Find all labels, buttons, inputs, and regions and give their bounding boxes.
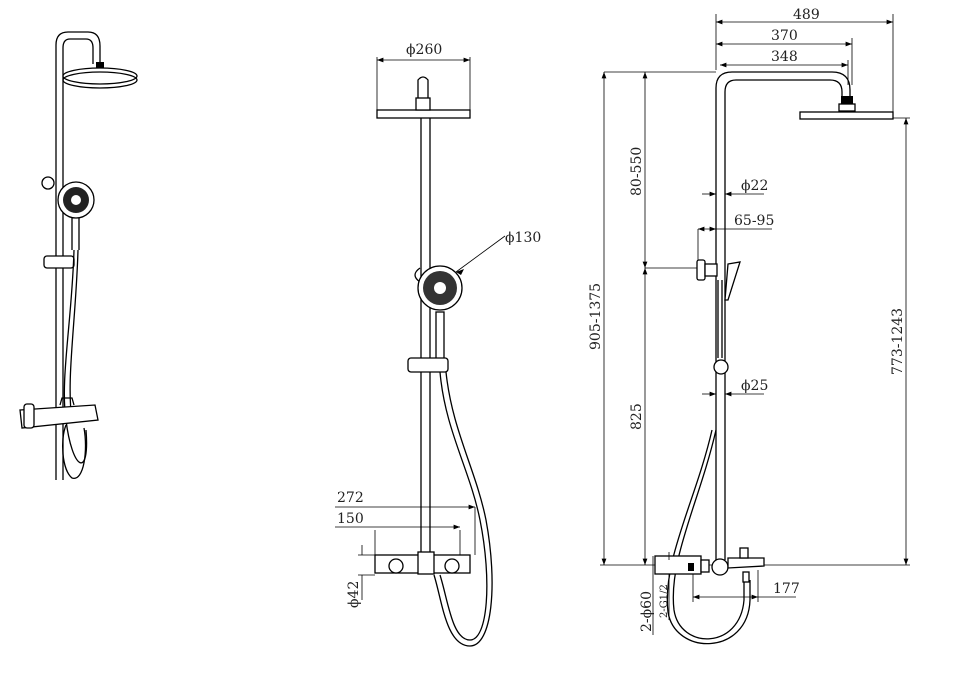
dim-hand-shower-diameter: ϕ130 [505,230,541,246]
dim-inlet-thread: 2-G1/2 [659,584,670,618]
dim-spout-length: 177 [773,581,800,597]
dim-wall-distance: 65-95 [734,213,774,229]
rain-head-icon [799,111,894,120]
mixer-icon [654,555,702,575]
mixer-icon [19,404,99,429]
rain-head-icon [376,109,471,119]
dim-mixer-diameter: ϕ42 [346,581,362,608]
side-view: 489 370 348 905-1375 80-550 825 773-1243… [588,7,910,645]
hand-shower-icon [724,261,741,301]
front-view: ϕ260 ϕ130 272 150 ϕ42 [335,42,541,647]
rain-head-icon [62,67,138,85]
dim-arm-inner: 348 [771,49,798,65]
dim-mixer-width: 272 [337,490,364,506]
dim-total-reach: 489 [793,7,820,23]
slide-holder-icon [407,357,449,373]
dim-inlet-spacing: 150 [337,511,364,527]
dim-upper-tube-diameter: ϕ22 [741,178,768,194]
dim-lower-height: 825 [629,403,645,430]
perspective-view [19,31,138,480]
dim-lower-tube-diameter: ϕ25 [741,378,768,394]
dim-head-diameter: ϕ260 [406,42,442,58]
slide-holder-icon [43,255,75,269]
dim-head-height: 773-1243 [890,308,906,375]
dim-total-height: 905-1375 [588,283,604,350]
dim-upper-adjust: 80-550 [629,147,645,196]
head-connector-icon [96,62,104,70]
dim-arm-outer: 370 [771,28,798,44]
dim-escutcheon: 2-ϕ60 [639,591,655,632]
slide-holder-icon [713,359,729,375]
